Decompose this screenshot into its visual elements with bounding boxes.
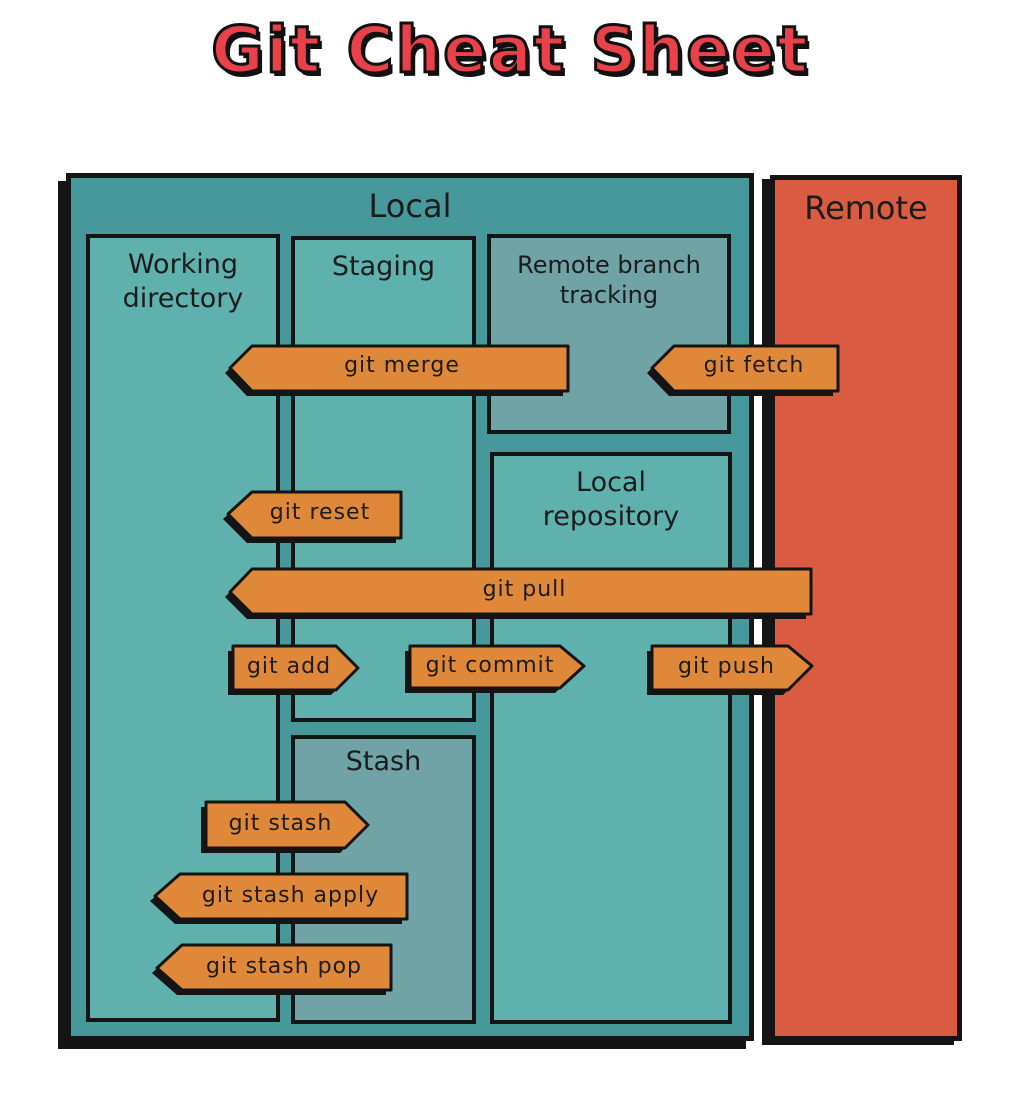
stash-label: Stash [345, 746, 422, 777]
page-title: Git Cheat Sheet [210, 13, 810, 90]
local-repository-area: Local repository [490, 452, 732, 1024]
local-repository-label: Local repository [542, 467, 680, 532]
working-directory-label: Working directory [122, 249, 244, 314]
git-stash-pop-arrow [155, 943, 393, 992]
local-label: Local [368, 187, 452, 225]
remote-label: Remote [804, 189, 928, 227]
git-pull-arrow [228, 567, 813, 616]
remote-branch-tracking-label: Remote branch tracking [517, 251, 701, 309]
git-commit-arrow [408, 644, 586, 690]
git-stash-arrow [204, 800, 370, 850]
git-merge-arrow [228, 344, 570, 393]
remote-panel: Remote [770, 175, 962, 1041]
remote-branch-tracking-area: Remote branch tracking [487, 234, 731, 434]
git-push-arrow [650, 644, 814, 692]
git-fetch-arrow [650, 344, 840, 393]
git-reset-arrow [226, 490, 403, 540]
staging-area: Staging [291, 236, 476, 722]
git-stash-apply-arrow [153, 872, 409, 921]
staging-label: Staging [331, 251, 436, 282]
git-add-arrow [231, 644, 360, 692]
